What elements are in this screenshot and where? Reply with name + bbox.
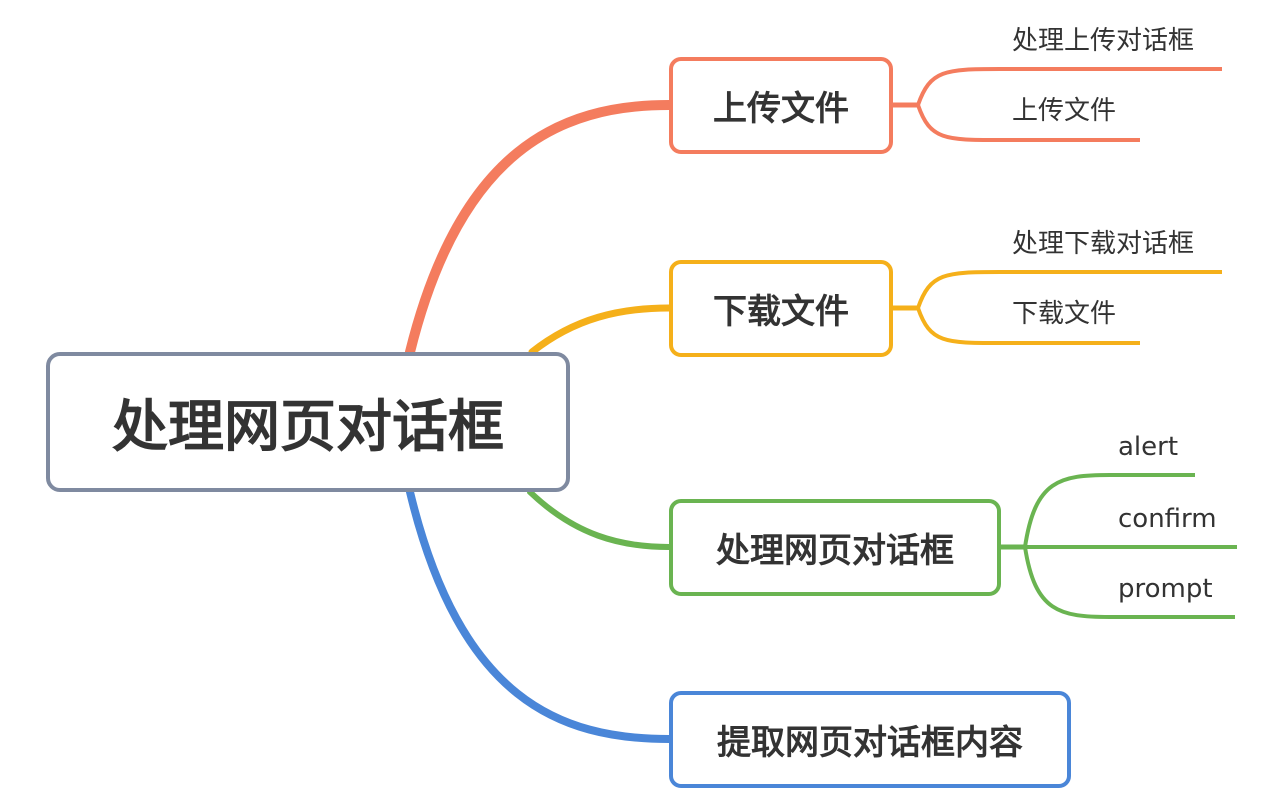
connector-root-dialog: [527, 489, 672, 550]
branch-extract-dialog-content[interactable]: 提取网页对话框内容: [669, 691, 1071, 788]
leaf-handle-upload-dialog[interactable]: 处理上传对话框: [1012, 26, 1195, 56]
leaf-alert[interactable]: alert: [1118, 432, 1179, 462]
connector-upload-leaf-2: [916, 104, 1140, 142]
leaf-upload-file[interactable]: 上传文件: [1012, 96, 1117, 126]
connector-dialog-leaf-1: [1023, 473, 1195, 548]
connector-root-extract: [406, 488, 673, 743]
root-topic[interactable]: 处理网页对话框: [46, 352, 570, 492]
connector-dialog-leaf-3: [1023, 546, 1235, 619]
branch-upload-file[interactable]: 上传文件: [669, 57, 893, 154]
connector-download-leaf-1: [916, 270, 1222, 309]
branch-handle-dialog[interactable]: 处理网页对话框: [669, 499, 1001, 596]
branch-download-file[interactable]: 下载文件: [669, 260, 893, 357]
connector-upload-leaf-1: [916, 67, 1222, 106]
leaf-prompt[interactable]: prompt: [1118, 574, 1213, 604]
leaf-download-file[interactable]: 下载文件: [1012, 299, 1117, 329]
connector-root-upload: [405, 100, 674, 357]
leaf-handle-download-dialog[interactable]: 处理下载对话框: [1012, 229, 1195, 259]
connector-download-leaf-2: [916, 307, 1140, 345]
connector-root-download: [528, 304, 673, 356]
leaf-confirm[interactable]: confirm: [1118, 504, 1217, 534]
